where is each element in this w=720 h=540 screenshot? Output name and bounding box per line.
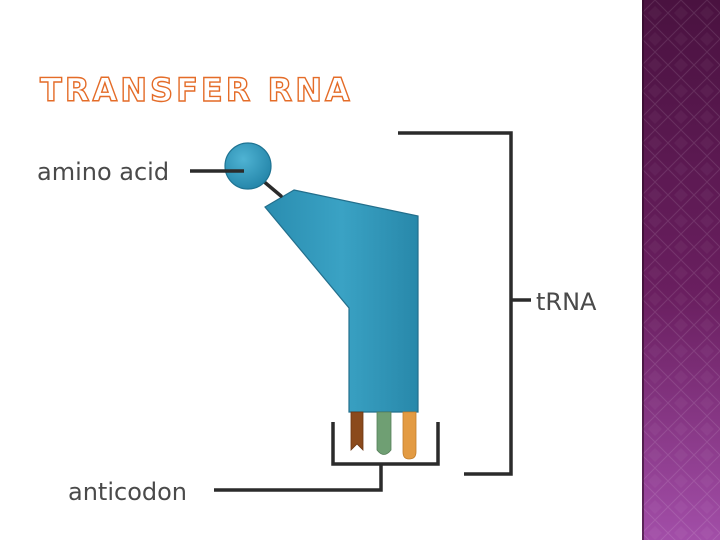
trna-body [264,189,419,413]
anticodon-label: anticodon [68,478,187,506]
anticodon-bracket [331,422,440,466]
anticodon-base-2 [376,411,392,455]
anticodon-base-3 [402,411,417,460]
trna-diagram: amino acid anticodon tRNA [37,131,597,506]
amino-acid-icon [224,142,272,190]
decorative-side-panel [642,0,720,540]
amino-acid-connector [260,178,283,198]
amino-acid-label: amino acid [37,158,169,186]
slide-title: TRANSFER RNA [39,71,353,109]
anticodon-leader [214,464,383,492]
trna-label: tRNA [536,288,597,316]
anticodon-base-1 [350,411,364,451]
trna-bracket [398,131,513,476]
